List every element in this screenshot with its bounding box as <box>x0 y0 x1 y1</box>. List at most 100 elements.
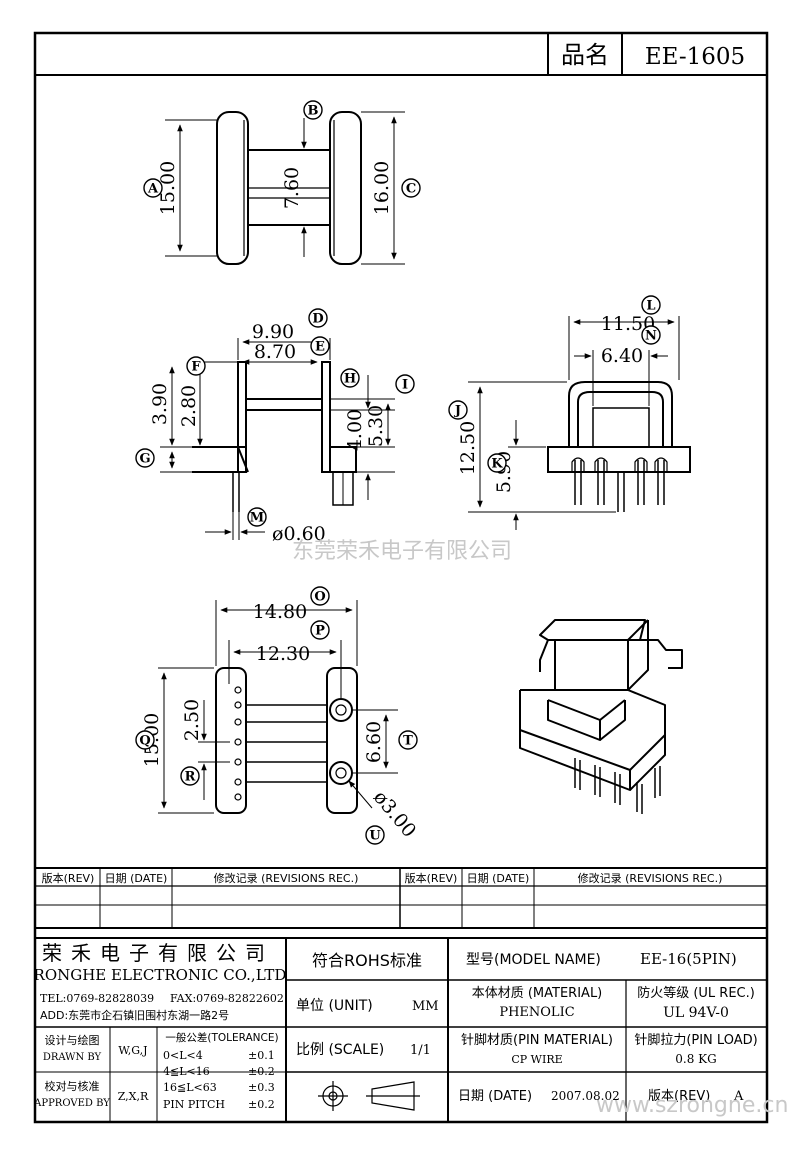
dim-label-u: U <box>365 825 385 845</box>
scale-label: 比例 (SCALE) <box>296 1042 384 1058</box>
tolerance-2-value: ±0.2 <box>248 1065 275 1078</box>
dim-letter-k: K <box>491 457 503 472</box>
pin-load-label: 针脚拉力(PIN LOAD) <box>634 1032 757 1048</box>
title-block-grid <box>35 937 767 1122</box>
pin-load-value: 0.8 KG <box>675 1052 716 1066</box>
date-value: 2007.08.02 <box>551 1089 620 1103</box>
dim-label-a: A <box>143 178 163 198</box>
watermark-url: www.szrongne.cn <box>596 1093 788 1118</box>
model-value: EE-16(5PIN) <box>640 950 737 968</box>
model-label: 型号(MODEL NAME) <box>466 952 601 968</box>
rev-header: 版本(REV) <box>42 871 95 885</box>
unit-label: 单位 (UNIT) <box>296 998 373 1014</box>
bottom-view-dims <box>158 600 398 814</box>
dim-l-value: 11.50 <box>601 313 655 335</box>
fire-value: UL 94V-0 <box>663 1005 729 1021</box>
dim-label-f: F <box>186 356 206 376</box>
dim-letter-q: Q <box>139 734 150 749</box>
approver-en: APPROVED BY <box>33 1098 110 1109</box>
company-addr: ADD:东莞市企石镇旧围村东湖一路2号 <box>40 1008 229 1022</box>
material-value: PHENOLIC <box>499 1005 574 1020</box>
unit-value: MM <box>412 999 439 1014</box>
dim-letter-i: I <box>402 378 408 393</box>
dim-label-k: K <box>487 453 507 473</box>
dim-i-value: 5.30 <box>365 405 387 447</box>
dim-label-o: O <box>310 586 330 606</box>
rec-header: 修改记录 (REVISIONS REC.) <box>214 871 359 885</box>
dim-letter-t: T <box>403 734 413 749</box>
tolerance-4-range: PIN PITCH <box>163 1098 225 1111</box>
dim-j-value: 12.50 <box>457 421 479 475</box>
dim-letter-o: O <box>314 590 325 605</box>
dim-letter-c: C <box>406 182 416 197</box>
company-fax: FAX:0769-82822602 <box>170 992 284 1005</box>
dim-label-r: R <box>180 766 200 786</box>
watermark-company: 东莞荣禾电子有限公司 <box>292 539 512 564</box>
dim-letter-r: R <box>185 770 196 785</box>
part-number: EE-1605 <box>645 44 745 70</box>
rev-header-2: 版本(REV) <box>405 871 458 885</box>
side-view <box>192 361 357 512</box>
dim-a-value: 15.00 <box>157 161 179 215</box>
top-view-dims <box>165 111 405 265</box>
rev-value: A <box>733 1089 744 1104</box>
approver-value: Z,X,R <box>118 1090 149 1103</box>
dim-letter-e: E <box>315 340 325 355</box>
dim-letter-f: F <box>191 360 201 375</box>
scale-value: 1/1 <box>410 1043 431 1058</box>
rohs-label: 符合ROHS标准 <box>312 951 422 970</box>
dim-letter-d: D <box>312 312 323 327</box>
projection-symbol <box>318 1081 420 1111</box>
designer-en: DRAWN BY <box>43 1052 102 1063</box>
dim-e-value: 8.70 <box>254 341 296 363</box>
dim-letter-m: M <box>250 511 264 526</box>
dim-label-c: C <box>401 178 421 198</box>
dim-label-b: B <box>303 100 323 120</box>
top-view <box>216 111 362 265</box>
dim-label-g: G <box>135 448 155 468</box>
designer-cn: 设计与绘图 <box>45 1033 100 1047</box>
dim-m-value: ø0.60 <box>272 523 326 545</box>
isometric-view <box>519 619 683 814</box>
pin-material-value: CP WIRE <box>511 1053 562 1066</box>
rev-label: 版本(REV) <box>648 1089 710 1104</box>
dim-d-value: 9.90 <box>252 321 294 343</box>
tolerance-3-range: 16≦L<63 <box>163 1081 217 1094</box>
material-label: 本体材质 (MATERIAL) <box>472 986 603 1001</box>
dim-label-j: J <box>448 400 468 420</box>
dim-n-value: 6.40 <box>601 345 643 367</box>
company-tel: TEL:0769-82828039 <box>40 992 154 1005</box>
revision-table <box>35 867 767 929</box>
date-header: 日期 (DATE) <box>105 872 168 885</box>
outer-frame <box>33 31 769 1124</box>
front-view <box>547 381 691 512</box>
approver-cn: 校对与核准 <box>45 1079 100 1093</box>
dim-letter-n: N <box>645 329 657 344</box>
dim-h-value: 4.00 <box>344 409 366 451</box>
rec-header-2: 修改记录 (REVISIONS REC.) <box>578 871 723 885</box>
name-label: 品名 <box>561 41 609 69</box>
dim-letter-g: G <box>139 452 150 467</box>
dim-o-value: 14.80 <box>253 601 307 623</box>
dim-label-i: I <box>395 374 415 394</box>
date-header-2: 日期 (DATE) <box>467 872 530 885</box>
dim-b-value: 7.60 <box>281 167 303 209</box>
fire-label: 防火等级 (UL REC.) <box>637 985 755 1001</box>
dim-label-h: H <box>340 368 360 388</box>
dim-letter-j: J <box>454 404 461 419</box>
dim-f-value: 2.80 <box>178 385 200 427</box>
dim-label-q: Q <box>135 730 155 750</box>
tolerance-1-value: ±0.1 <box>248 1049 275 1062</box>
company-cn: 荣禾电子有限公司 <box>42 941 274 965</box>
tolerance-3-value: ±0.3 <box>248 1081 275 1094</box>
dim-p-value: 12.30 <box>256 643 310 665</box>
designer-value: W,G,J <box>118 1044 147 1057</box>
dim-label-t: T <box>398 730 418 750</box>
dim-label-n: N <box>641 325 661 345</box>
dim-r-value: 2.50 <box>181 699 203 741</box>
dim-letter-b: B <box>308 104 319 119</box>
dim-letter-h: H <box>344 372 356 387</box>
dim-label-d: D <box>308 308 328 328</box>
